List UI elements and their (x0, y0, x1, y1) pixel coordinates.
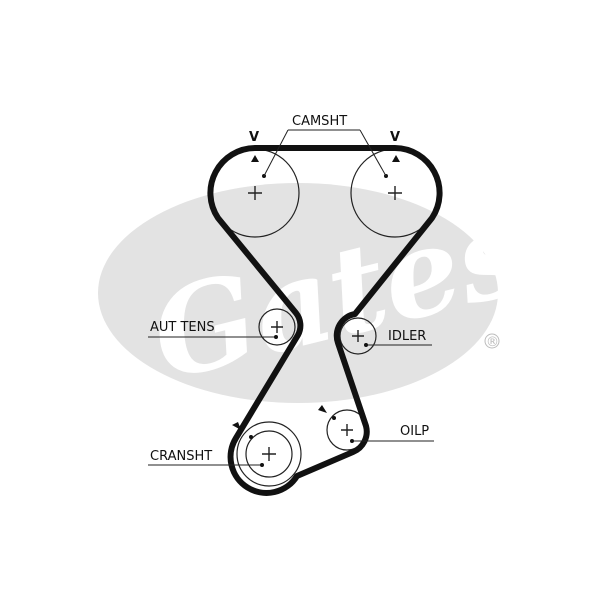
auto-tensioner-leader-dot (274, 335, 278, 339)
crankshaft-pulley-outer (236, 421, 302, 487)
right-timing-mark-v: V (390, 130, 400, 145)
left-timing-mark-v: V (249, 130, 259, 145)
pulley-centres (248, 186, 402, 461)
gates-logo: Gates ® (98, 179, 541, 408)
auto-tensioner-centre (271, 321, 283, 333)
oil-pump-dot (332, 416, 336, 420)
crank-triangle-icon (232, 422, 241, 430)
timing-marks: V V (232, 130, 400, 439)
registered-mark-ring (484, 333, 500, 349)
auto-tensioner-label: AUT TENS (150, 320, 215, 335)
registered-mark: ® (486, 335, 499, 350)
logo-ellipse (98, 183, 498, 403)
idler-centre (352, 330, 364, 342)
idler-label: IDLER (388, 329, 426, 344)
auto-tensioner-pulley (258, 308, 296, 346)
crankshaft-callout: CRANSHT (148, 449, 264, 467)
idler-leader-dot (364, 343, 368, 347)
idler-pulley (339, 317, 377, 355)
left-cam-triangle-icon (251, 155, 259, 162)
auto-tensioner-callout: AUT TENS (148, 320, 278, 339)
crankshaft-leader-dot (260, 463, 264, 467)
left-camshaft-centre (248, 186, 262, 200)
crankshaft-pulley-inner (245, 430, 293, 478)
camshaft-callout: CAMSHT (263, 114, 387, 177)
oil-pump-label: OILP (400, 424, 429, 439)
crank-dot (249, 435, 253, 439)
right-cam-triangle-icon (392, 155, 400, 162)
camshaft-leader-left (263, 129, 289, 177)
oil-pump-triangle-icon (318, 405, 327, 413)
camshaft-leader-right (359, 129, 387, 177)
right-camshaft-centre (388, 186, 402, 200)
oil-pump-leader-dot (350, 439, 354, 443)
crankshaft-centre (262, 447, 276, 461)
crankshaft-label: CRANSHT (150, 449, 212, 464)
camshaft-label: CAMSHT (292, 114, 347, 129)
oil-pump-callout: OILP (350, 424, 434, 443)
idler-callout: IDLER (364, 329, 432, 347)
oil-pump-centre (341, 424, 353, 436)
timing-belt (207, 145, 443, 496)
